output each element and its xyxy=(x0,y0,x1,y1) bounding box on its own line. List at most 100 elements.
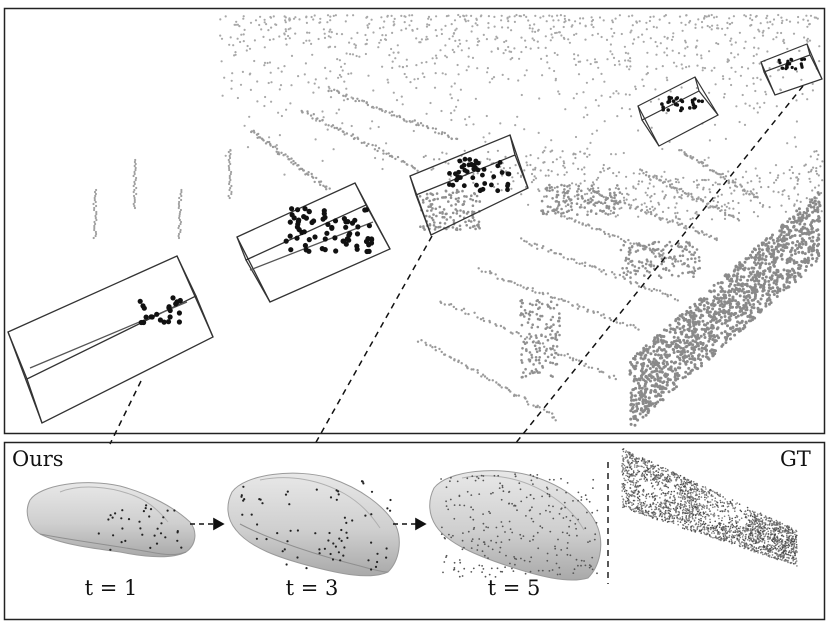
point xyxy=(696,513,698,515)
point xyxy=(719,296,723,300)
point xyxy=(389,509,392,512)
point xyxy=(455,307,458,311)
point xyxy=(671,258,674,261)
point xyxy=(381,34,384,37)
point xyxy=(179,230,182,234)
point xyxy=(173,509,176,512)
point xyxy=(677,223,680,227)
bottom-panel-frame xyxy=(3,441,826,621)
point xyxy=(781,226,784,230)
point xyxy=(683,191,687,195)
point xyxy=(532,497,535,500)
point xyxy=(511,332,514,335)
point xyxy=(776,270,780,274)
point xyxy=(790,246,794,250)
point xyxy=(657,364,661,368)
point xyxy=(392,51,395,54)
point xyxy=(708,188,711,191)
point xyxy=(445,152,448,155)
point xyxy=(606,167,610,170)
point xyxy=(492,76,496,79)
point xyxy=(400,14,403,17)
point xyxy=(467,312,470,316)
point xyxy=(155,542,159,545)
point xyxy=(548,186,552,189)
point xyxy=(551,315,555,319)
point xyxy=(729,39,732,43)
point xyxy=(765,93,768,96)
point xyxy=(727,59,731,62)
point xyxy=(134,166,137,170)
point xyxy=(641,357,645,361)
point xyxy=(738,31,742,34)
point xyxy=(655,26,658,29)
point xyxy=(440,109,443,113)
point xyxy=(431,207,434,210)
point xyxy=(725,332,729,336)
point xyxy=(133,206,137,210)
point xyxy=(466,490,469,493)
point xyxy=(704,323,708,327)
point xyxy=(646,411,650,415)
point xyxy=(770,260,774,264)
point xyxy=(798,216,802,220)
point xyxy=(753,283,757,287)
point xyxy=(592,26,595,29)
point xyxy=(591,511,594,514)
point xyxy=(670,244,673,248)
point xyxy=(652,464,654,466)
point xyxy=(287,233,293,239)
point xyxy=(711,351,715,355)
point xyxy=(449,356,453,359)
point xyxy=(680,99,685,104)
point xyxy=(167,314,173,320)
point xyxy=(483,543,486,546)
point xyxy=(813,196,817,200)
point xyxy=(461,183,467,189)
point xyxy=(558,566,561,569)
point xyxy=(354,46,357,49)
point xyxy=(768,236,772,240)
point xyxy=(795,199,799,202)
point xyxy=(549,300,553,304)
point xyxy=(133,170,136,174)
point xyxy=(563,162,566,165)
point xyxy=(528,310,532,314)
point xyxy=(304,173,307,176)
point xyxy=(741,311,745,315)
point xyxy=(284,30,288,33)
point xyxy=(602,167,605,170)
point xyxy=(433,221,436,224)
point xyxy=(668,330,672,334)
point xyxy=(632,398,636,402)
point xyxy=(268,136,271,139)
point xyxy=(424,341,427,344)
point xyxy=(734,41,737,44)
point xyxy=(382,149,385,152)
point xyxy=(449,498,452,501)
point xyxy=(733,329,737,333)
point xyxy=(325,221,331,227)
point xyxy=(778,61,782,65)
point xyxy=(652,209,655,212)
point xyxy=(519,305,523,309)
point xyxy=(475,167,481,173)
point xyxy=(482,181,488,186)
point xyxy=(429,101,432,105)
point xyxy=(718,183,721,186)
point xyxy=(566,547,569,550)
point xyxy=(665,340,668,344)
point xyxy=(329,552,332,556)
point xyxy=(318,181,321,184)
point xyxy=(805,227,809,231)
point xyxy=(327,46,330,49)
point xyxy=(528,332,531,336)
point xyxy=(661,385,665,389)
point xyxy=(568,187,572,190)
point xyxy=(422,155,425,159)
point xyxy=(758,180,761,183)
point xyxy=(354,243,360,249)
point xyxy=(377,46,380,49)
point xyxy=(598,16,602,19)
point xyxy=(635,378,639,382)
